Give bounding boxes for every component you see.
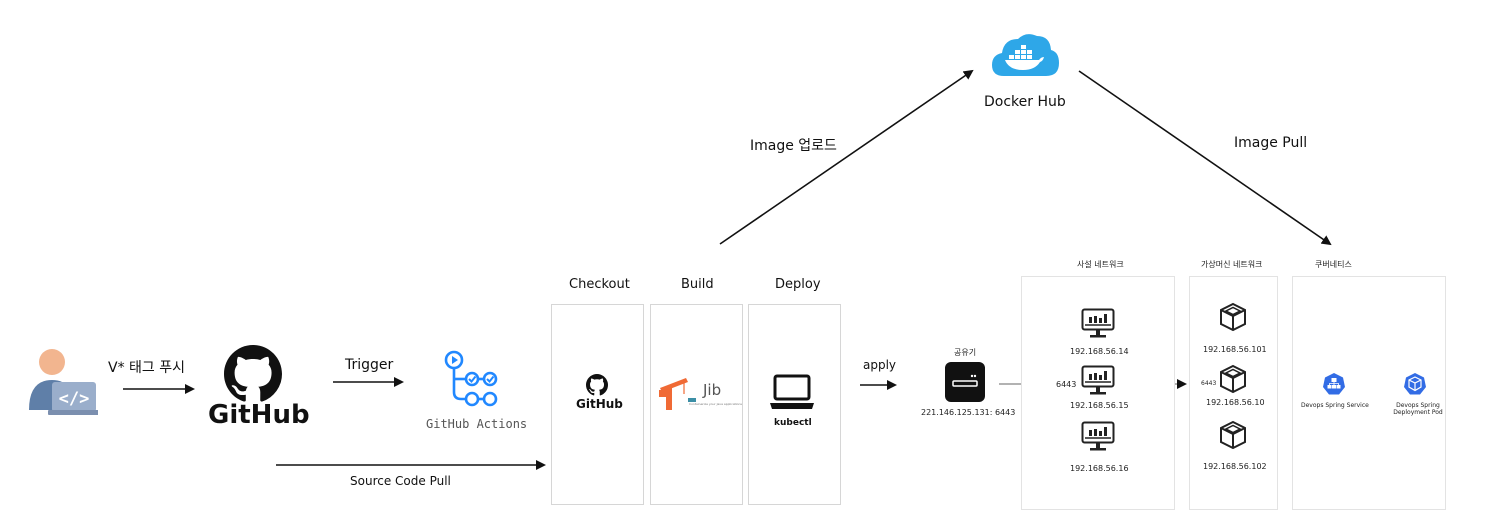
kubernetes-icon <box>1404 373 1426 395</box>
laptop-icon <box>770 374 814 409</box>
virtualbox-cube-icon <box>1220 364 1246 394</box>
arrow-image-upload <box>719 69 974 245</box>
checkout-github-wordmark: GitHub <box>576 397 623 411</box>
vm-host-ip: 192.168.56.101 <box>1203 345 1267 354</box>
tag-push-label: V* 태그 푸시 <box>108 360 185 376</box>
vm-host-ip: 192.168.56.10 <box>1206 398 1265 407</box>
docker-whale-icon <box>992 34 1059 76</box>
private-host-ip: 192.168.56.14 <box>1070 347 1129 356</box>
monitor-icon <box>1081 365 1115 395</box>
github-octocat-icon <box>224 345 282 402</box>
checkout-stage-box <box>551 304 644 505</box>
private-host-ip: 192.168.56.15 <box>1070 401 1129 410</box>
kubernetes-title: 쿠버네티스 <box>1315 260 1352 269</box>
trigger-label: Trigger <box>345 357 394 373</box>
jib-wordmark: Jib <box>703 381 722 399</box>
developer-avatar-icon: </> <box>29 349 98 415</box>
checkout-github-icon <box>586 374 608 396</box>
virtualbox-cube-icon <box>1220 302 1246 332</box>
arrow-image-pull <box>1078 70 1332 246</box>
router-icon <box>945 362 985 402</box>
image-upload-label: Image 업로드 <box>750 138 837 154</box>
image-pull-label: Image Pull <box>1234 135 1308 151</box>
github-actions-icon <box>444 350 498 407</box>
build-stage-title: Build <box>681 277 714 292</box>
vm-network-port: 6443 <box>1201 380 1217 387</box>
private-network-port: 6443 <box>1056 380 1077 389</box>
github-actions-label: GitHub Actions <box>426 417 528 431</box>
apply-label: apply <box>863 358 897 372</box>
github-wordmark: GitHub <box>208 400 310 430</box>
checkout-stage-title: Checkout <box>569 277 630 292</box>
router-title: 공유기 <box>954 348 977 357</box>
private-host-ip: 192.168.56.16 <box>1070 464 1129 473</box>
jib-icon <box>659 378 696 410</box>
monitor-icon <box>1081 308 1115 338</box>
vm-network-title: 가상머신 네트워크 <box>1201 260 1263 269</box>
router-ip: 221.146.125.131: 6443 <box>921 408 1016 417</box>
kubernetes-icon <box>1323 373 1345 395</box>
svg-text:</>: </> <box>59 389 90 409</box>
vm-host-ip: 192.168.56.102 <box>1203 462 1267 471</box>
deploy-stage-title: Deploy <box>775 277 821 292</box>
build-stage-box <box>650 304 743 505</box>
kubernetes-pod-label: Devops Spring Deployment Pod <box>1393 402 1443 416</box>
docker-hub-label: Docker Hub <box>984 94 1066 110</box>
source-code-pull-label: Source Code Pull <box>350 474 451 488</box>
kubectl-label: kubectl <box>774 418 812 428</box>
jib-tagline: Containerize your Java applications <box>689 402 742 406</box>
private-network-title: 사설 네트워크 <box>1077 260 1124 269</box>
kubernetes-service-label: Devops Spring Service <box>1301 402 1369 409</box>
virtualbox-cube-icon <box>1220 420 1246 450</box>
monitor-icon <box>1081 421 1115 451</box>
